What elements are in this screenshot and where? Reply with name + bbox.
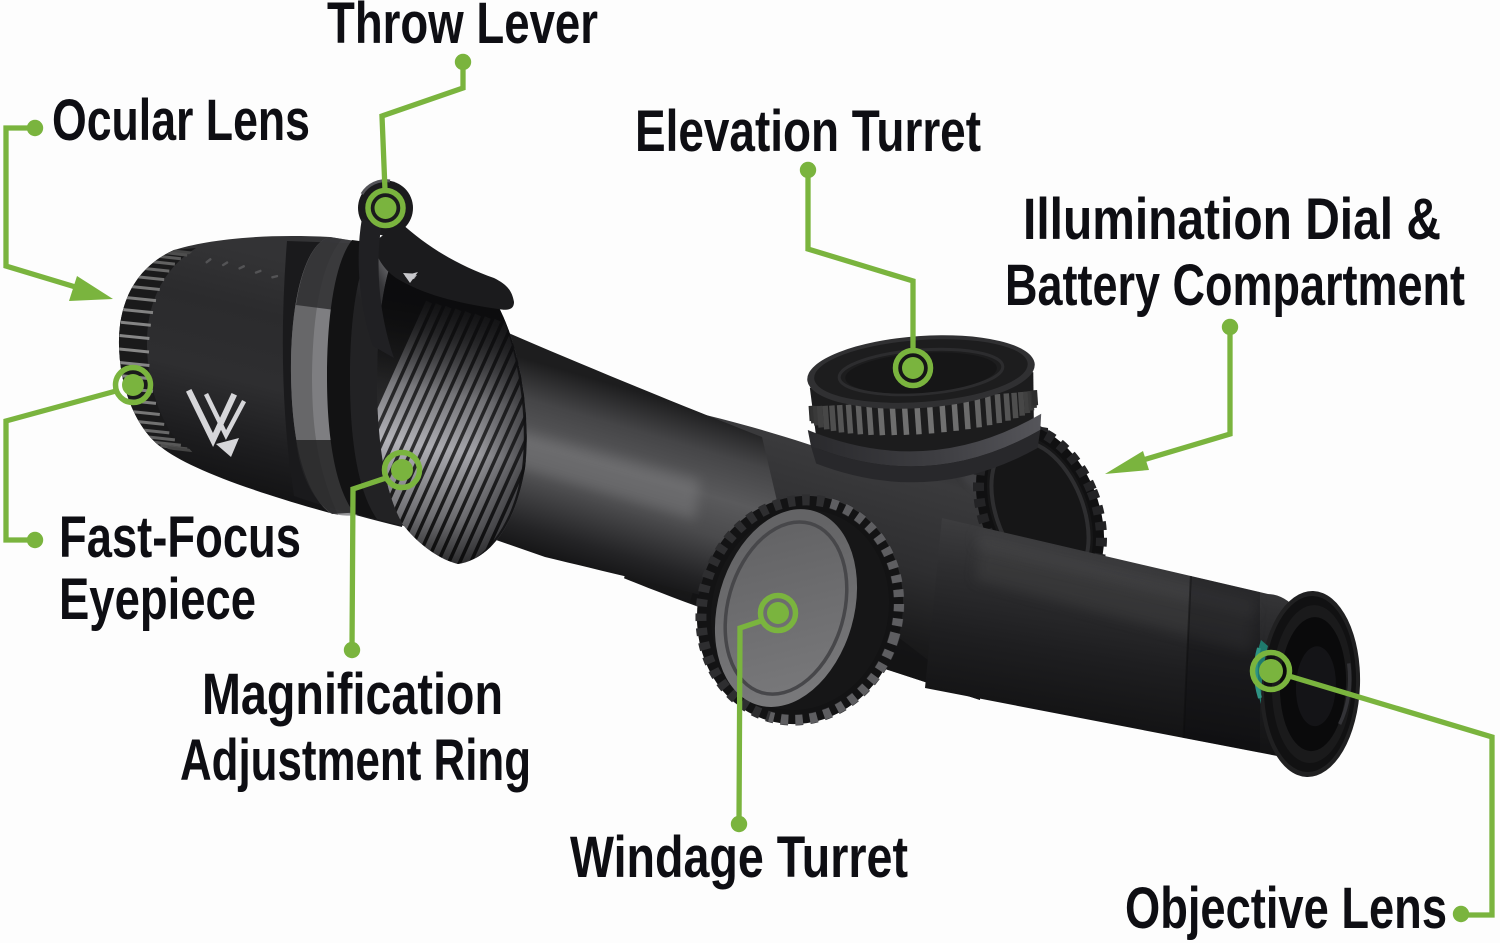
svg-text:Eyepiece: Eyepiece xyxy=(59,567,256,632)
svg-text:Fast-Focus: Fast-Focus xyxy=(59,505,301,570)
svg-text:Ocular Lens: Ocular Lens xyxy=(52,88,310,153)
svg-text:Elevation Turret: Elevation Turret xyxy=(635,99,981,164)
svg-text:Objective Lens: Objective Lens xyxy=(1125,876,1447,941)
svg-text:Magnification: Magnification xyxy=(202,662,503,727)
svg-text:Windage Turret: Windage Turret xyxy=(570,825,908,890)
svg-text:Illumination Dial &: Illumination Dial & xyxy=(1023,187,1441,252)
svg-text:Battery Compartment: Battery Compartment xyxy=(1005,253,1465,318)
svg-text:Adjustment Ring: Adjustment Ring xyxy=(180,728,531,793)
svg-text:Throw Lever: Throw Lever xyxy=(327,0,598,56)
